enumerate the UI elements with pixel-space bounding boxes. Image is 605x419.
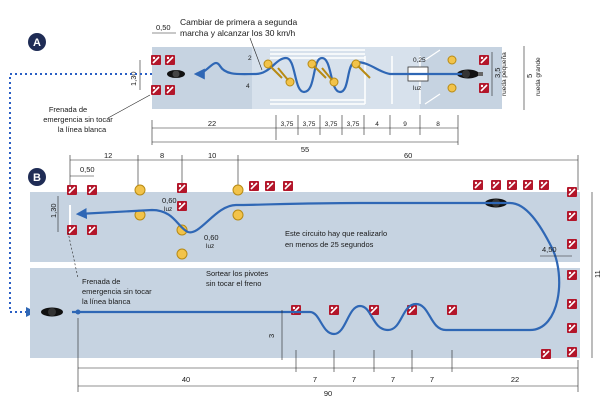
dim-a-8: 8 bbox=[436, 121, 440, 128]
dim-b-11: 11 bbox=[593, 270, 602, 278]
dim-a-130: 1,30 bbox=[129, 71, 138, 86]
path-b bbox=[72, 201, 561, 336]
dim-a-375-3: 3,75 bbox=[325, 121, 338, 128]
path-a bbox=[193, 56, 462, 94]
dim-a-025: 0,25 bbox=[413, 57, 426, 64]
dims-b-bottom bbox=[77, 318, 579, 392]
pivots-line2: sin tocar el freno bbox=[206, 279, 261, 288]
dim-a-22: 22 bbox=[208, 119, 216, 128]
note-a-line1: Frenada de bbox=[49, 105, 87, 114]
dim-b-8: 8 bbox=[160, 151, 164, 160]
pivot-icons-b bbox=[134, 184, 244, 260]
brake-b-line2: emergencia sin tocar bbox=[82, 287, 152, 296]
note-a-line2: emergencia sin tocar bbox=[43, 115, 113, 124]
dim-b-22: 22 bbox=[511, 375, 519, 384]
dim-b-060-a: 0,60 bbox=[162, 196, 177, 205]
dim-b-7-3: 7 bbox=[391, 375, 395, 384]
dim-b-total: 90 bbox=[324, 389, 332, 398]
rueda-grande: rueda grande bbox=[535, 57, 542, 96]
dim-a-375-4: 3,75 bbox=[347, 121, 360, 128]
circuit-line1: Este circuito hay que realizarlo bbox=[285, 229, 387, 238]
dim-a-375-1: 3,75 bbox=[281, 121, 294, 128]
pivot-icons-a bbox=[263, 55, 457, 93]
motorcycle-start-icon-b bbox=[41, 307, 63, 317]
dims-a-bottom bbox=[151, 115, 459, 145]
dim-b-7-1: 7 bbox=[313, 375, 317, 384]
title-a-line1: Cambiar de primera a segunda bbox=[180, 17, 297, 27]
badge-b-label: B bbox=[33, 172, 41, 184]
dim-a-9: 9 bbox=[403, 121, 407, 128]
section-a: A bbox=[28, 17, 542, 154]
dim-a-total: 55 bbox=[301, 145, 309, 154]
dim-b-12: 12 bbox=[104, 151, 112, 160]
connector-dotted bbox=[9, 73, 152, 317]
dim-b-050: 0,50 bbox=[80, 165, 95, 174]
dim-b-060-b: 0,60 bbox=[204, 233, 219, 242]
pivots-line1: Sortear los pivotes bbox=[206, 269, 268, 278]
motorcycle-end-icon-a bbox=[167, 70, 185, 78]
dim-b-130: 1,30 bbox=[49, 203, 58, 218]
dim-b-7-2: 7 bbox=[352, 375, 356, 384]
diagonals-a bbox=[424, 49, 441, 105]
dim-a-2: 2 bbox=[248, 55, 252, 62]
luz-b-a: luz bbox=[164, 206, 172, 213]
dim-a-4: 4 bbox=[246, 83, 250, 90]
badge-a bbox=[28, 33, 46, 51]
dim-a-5: 5 bbox=[525, 74, 534, 78]
section-b: B 0,50 12 8 10 60 bbox=[28, 151, 602, 398]
dim-a-35: 3,5 bbox=[493, 68, 502, 78]
badge-b bbox=[28, 168, 46, 186]
dim-a-375-2: 3,75 bbox=[303, 121, 316, 128]
dim-a-luz: luz bbox=[413, 85, 421, 92]
dim-b-3: 3 bbox=[267, 334, 276, 338]
title-a-pointer bbox=[249, 37, 263, 71]
luz-b-b: luz bbox=[206, 243, 214, 250]
circuit-line2: en menos de 25 segundos bbox=[285, 240, 374, 249]
motorcycle-icon-a bbox=[457, 69, 483, 79]
title-a-line2: marcha y alcanzar los 30 km/h bbox=[180, 28, 296, 38]
dim-b-7-4: 7 bbox=[430, 375, 434, 384]
note-a-line3: la línea blanca bbox=[58, 125, 107, 134]
dim-b-10: 10 bbox=[208, 151, 216, 160]
rueda-pequena: rueda pequeña bbox=[501, 52, 508, 96]
dims-b-top bbox=[69, 155, 579, 190]
dim-a-4b: 4 bbox=[375, 121, 379, 128]
dim-b-40: 40 bbox=[182, 375, 190, 384]
brake-b-line1: Frenada de bbox=[82, 277, 120, 286]
dim-b-60: 60 bbox=[404, 151, 412, 160]
badge-a-label: A bbox=[33, 37, 41, 49]
dim-a-050: 0,50 bbox=[156, 23, 171, 32]
dim-b-450: 4,50 bbox=[542, 245, 557, 254]
brake-b-line3: la línea blanca bbox=[82, 297, 131, 306]
